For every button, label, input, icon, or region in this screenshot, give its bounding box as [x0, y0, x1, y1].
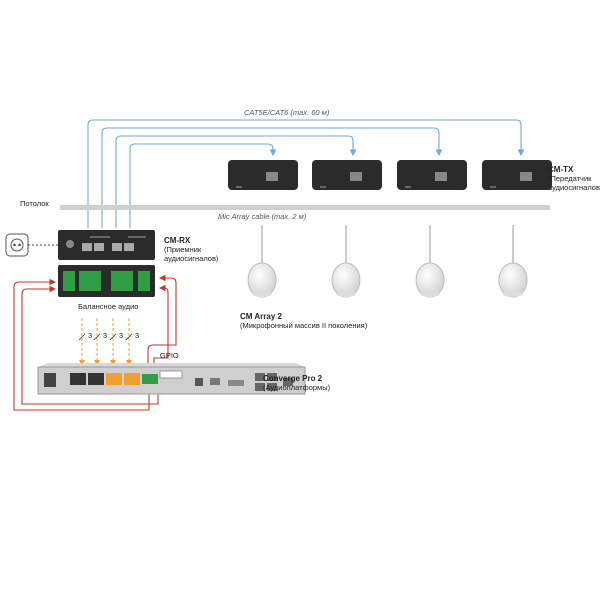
- cable-count-3: 3: [119, 331, 124, 340]
- cm-rx-label: CM-RX (Приемник аудиосигналов): [164, 236, 218, 263]
- cm-tx-unit-2: [312, 160, 382, 190]
- cat-cable-name: CAT5E/CAT6: [244, 108, 289, 117]
- mic-1: [247, 225, 277, 298]
- mic-cable-name: Mic Array cable: [218, 212, 270, 221]
- cm-tx-title: CM-TX: [548, 165, 574, 174]
- balanced-audio-cables: [79, 318, 132, 366]
- cm-array-label: CM Array 2 (Микрофонный массив II поколе…: [240, 312, 367, 330]
- cm-tx-units: [228, 160, 552, 190]
- cm-tx-unit-4: [482, 160, 552, 190]
- cable-count-marks: [78, 333, 133, 341]
- cm-array-title: CM Array 2: [240, 312, 282, 321]
- cm-array-line1: (Микрофонный массив II поколения): [240, 321, 368, 330]
- red-cable-inner: [21, 285, 159, 405]
- red-cables: [13, 274, 177, 411]
- power-outlet-icon: [5, 233, 60, 257]
- mic-cable-note: (max. 2 м): [271, 212, 307, 221]
- converge-line1: (Аудиоплатформы): [263, 383, 331, 392]
- cm-tx-label: CM-TX (Передатчик аудиосигналов): [548, 165, 600, 192]
- red-cable-outer: [13, 278, 150, 411]
- cm-rx-line1: (Приемник: [164, 245, 202, 254]
- cat-cable-3: [115, 135, 357, 228]
- cm-rx-line2: аудиосигналов): [164, 254, 219, 263]
- mic-4: [498, 225, 528, 298]
- cm-rx-front: [58, 230, 155, 260]
- ceiling-bar: [60, 205, 550, 210]
- cable-count-2: 3: [103, 331, 108, 340]
- cable-count-4: 3: [135, 331, 140, 340]
- cm-tx-line2: аудиосигналов): [548, 183, 600, 192]
- cat-cable-2: [101, 127, 443, 228]
- mic-2: [331, 225, 361, 298]
- gpio-cable-2: [153, 284, 169, 365]
- converge-pro-2-unit: [37, 363, 306, 395]
- cm-tx-unit-3: [397, 160, 467, 190]
- cat-cables: [87, 119, 525, 228]
- mic-cable-label: Mic Array cable (max. 2 м): [218, 212, 306, 221]
- gpio-label: GPIO: [160, 351, 179, 360]
- cm-tx-unit-1: [228, 160, 298, 190]
- gpio-cable-1: [147, 274, 177, 365]
- balanced-audio-label: Балансное аудио: [78, 302, 139, 311]
- cat-cable-4: [129, 143, 277, 228]
- cm-rx-title: CM-RX: [164, 236, 191, 245]
- cm-array-mics: [247, 225, 528, 298]
- cm-rx-back: [58, 265, 155, 297]
- cat-cable-1: [87, 119, 525, 228]
- mic-3: [415, 225, 445, 298]
- converge-title: Converge Pro 2: [263, 374, 323, 383]
- cat-cable-label: CAT5E/CAT6 (max. 60 м): [244, 108, 329, 117]
- cm-tx-line1: (Передатчик: [548, 174, 592, 183]
- cable-count-1: 3: [88, 331, 93, 340]
- cat-cable-note: (max. 60 м): [290, 108, 330, 117]
- ceiling-label: Потолок: [20, 199, 49, 208]
- converge-label: Converge Pro 2 (Аудиоплатформы): [263, 374, 330, 392]
